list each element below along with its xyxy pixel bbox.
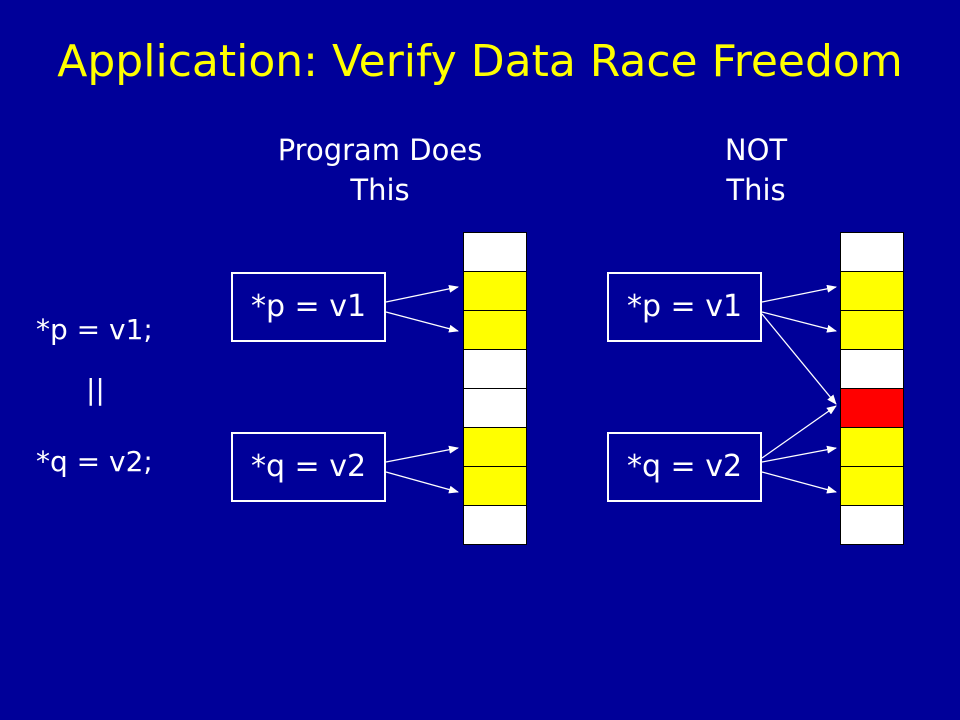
memory-cell-empty	[463, 349, 527, 389]
memory-cell-written	[463, 310, 527, 350]
arrow-left-q-2	[385, 471, 459, 494]
code-line-q: *q = v2;	[36, 445, 153, 478]
arrow-left-q-1	[385, 445, 459, 463]
arrow-left-p-2	[385, 311, 459, 333]
memory-cell-written	[840, 466, 904, 506]
heading-not-this: NOT This	[656, 130, 856, 210]
arrow-right-q-1	[761, 445, 837, 463]
memory-cell-written	[463, 427, 527, 467]
heading-program-does-this: Program Does This	[230, 130, 530, 210]
memory-cell-empty	[463, 388, 527, 428]
memory-cell-empty	[840, 349, 904, 389]
arrow-left-p-1	[385, 284, 459, 303]
right-stmt-q-box: *q = v2	[607, 432, 762, 502]
memory-cell-empty	[463, 505, 527, 545]
heading-line-1: NOT	[724, 133, 788, 167]
right-stmt-p-box: *p = v1	[607, 272, 762, 342]
right-memory-column	[840, 232, 904, 545]
memory-cell-conflict	[840, 388, 904, 428]
parallel-operator: ||	[86, 373, 105, 406]
memory-cell-written	[840, 310, 904, 350]
left-memory-column	[463, 232, 527, 545]
arrow-right-q-0	[761, 405, 837, 459]
arrow-right-p-2	[761, 311, 837, 333]
slide-title: Application: Verify Data Race Freedom	[57, 36, 903, 87]
memory-cell-empty	[840, 232, 904, 272]
heading-line-2: This	[350, 173, 410, 207]
left-stmt-q-box: *q = v2	[231, 432, 386, 502]
left-stmt-p-box: *p = v1	[231, 272, 386, 342]
code-line-p: *p = v1;	[36, 313, 153, 346]
heading-line-2: This	[726, 173, 786, 207]
heading-line-1: Program Does	[277, 133, 483, 167]
memory-cell-empty	[463, 232, 527, 272]
arrow-right-p-3	[761, 313, 837, 405]
arrow-right-p-1	[761, 284, 837, 303]
memory-cell-empty	[840, 505, 904, 545]
arrow-right-q-2	[761, 471, 837, 494]
